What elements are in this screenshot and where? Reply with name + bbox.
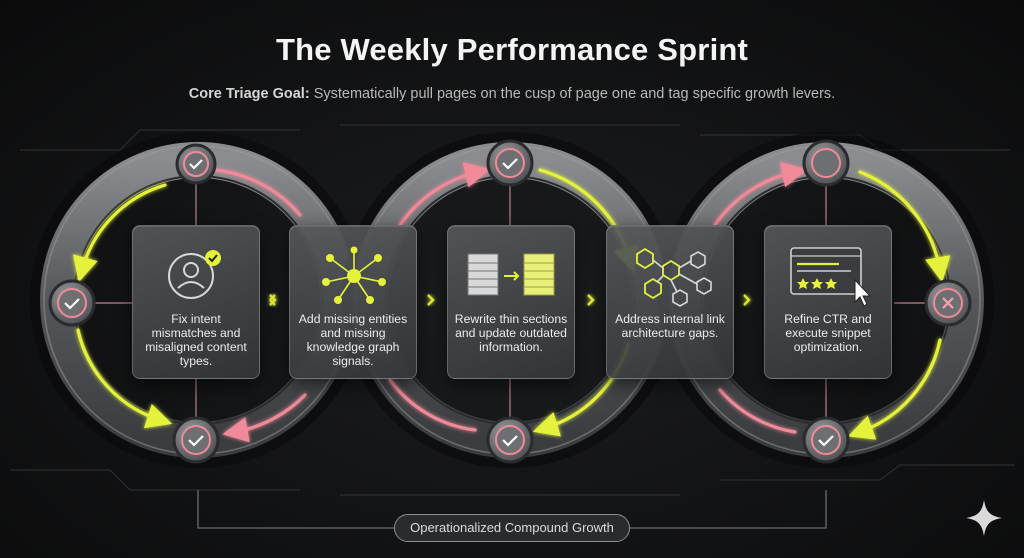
flow-arrow xyxy=(222,393,307,443)
chevron-right-icon xyxy=(427,294,435,306)
flow-arrow xyxy=(388,378,477,432)
flow-arrow xyxy=(213,168,302,217)
node-connectors xyxy=(94,180,928,420)
footer-label: Operationalized Compound Growth xyxy=(394,514,630,542)
flow-arrow xyxy=(718,388,797,434)
footer-bracket xyxy=(197,490,827,529)
loop-node xyxy=(924,279,972,327)
flow-arrow xyxy=(713,162,808,227)
chevron-right-icon xyxy=(269,294,277,306)
close-icon xyxy=(942,297,954,309)
chevron-connectors xyxy=(269,294,751,306)
step-card-1: Fix intent mismatches and misaligned con… xyxy=(132,225,260,379)
step-text: Refine CTR and execute snippet optimizat… xyxy=(784,312,872,354)
step-text: Add missing entities and missing knowled… xyxy=(298,312,408,368)
user-check-icon xyxy=(168,250,221,299)
check-icon xyxy=(188,435,204,447)
loop-node xyxy=(175,143,217,185)
flow-arrow xyxy=(398,162,491,227)
step-text: Rewrite thin sections and update outdate… xyxy=(454,312,568,354)
loop-node xyxy=(48,279,96,327)
flow-arrow xyxy=(76,328,173,429)
loop-node xyxy=(172,416,220,464)
loop-node xyxy=(802,139,850,187)
check-icon xyxy=(818,435,834,447)
step-text: Fix intent mismatches and misaligned con… xyxy=(145,312,247,368)
flow-arrows xyxy=(73,162,951,443)
flow-arrow xyxy=(847,338,942,440)
page-subtitle: Core Triage Goal: Systematically pull pa… xyxy=(0,86,1024,102)
loop-node xyxy=(486,416,534,464)
knowledge-graph-icon xyxy=(322,246,386,304)
loop-node xyxy=(486,139,534,187)
circuit-traces xyxy=(10,124,1015,496)
flow-arrow xyxy=(73,183,167,283)
check-icon xyxy=(502,435,518,447)
subtitle-lead: Core Triage Goal: xyxy=(188,86,310,102)
page-title: The Weekly Performance Sprint xyxy=(275,32,749,67)
step-text: Address internal link architecture gaps. xyxy=(615,312,725,340)
check-icon xyxy=(189,159,203,170)
check-icon xyxy=(502,158,518,170)
flow-arrow xyxy=(858,170,951,283)
loop-node xyxy=(802,416,850,464)
document-refresh-icon xyxy=(467,253,555,296)
hexagon-network-icon xyxy=(636,247,712,307)
chevron-right-icon xyxy=(743,294,751,306)
chevron-right-icon xyxy=(587,294,595,306)
step-card-5: Refine CTR and execute snippet optimizat… xyxy=(764,225,892,379)
step-card-2: Add missing entities and missing knowled… xyxy=(289,225,417,379)
step-card-4: Address internal link architecture gaps. xyxy=(606,225,734,379)
subtitle-text: Systematically pull pages on the cusp of… xyxy=(309,86,836,102)
serp-snippet-icon xyxy=(790,247,872,307)
check-icon xyxy=(64,298,80,310)
step-card-3: Rewrite thin sections and update outdate… xyxy=(447,225,575,379)
sparkle-icon xyxy=(966,500,1002,536)
